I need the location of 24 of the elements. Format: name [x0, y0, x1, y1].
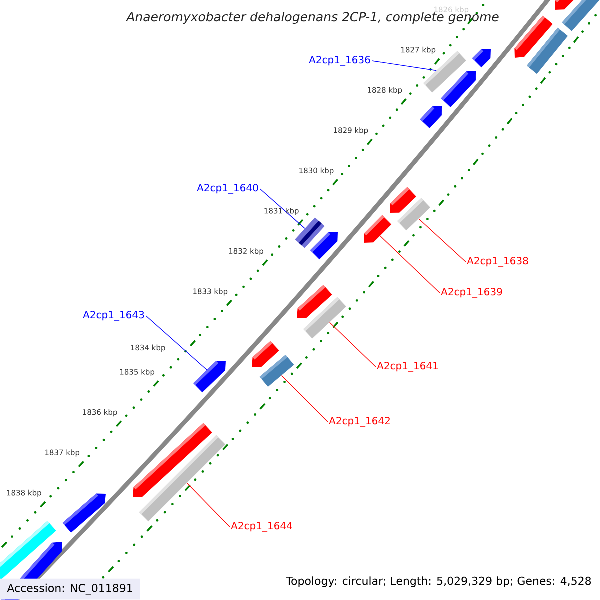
gene-label: A2cp1_1639	[441, 288, 502, 298]
accession-label: Accession: NC_011891	[0, 578, 140, 600]
leader-line	[260, 188, 306, 229]
leader-line	[281, 375, 328, 422]
gene-bar	[398, 198, 430, 231]
leader-line	[380, 236, 440, 294]
leader-line	[146, 316, 208, 370]
gene-label: A2cp1_1640	[197, 184, 258, 194]
gene-label: A2cp1_1641	[377, 362, 438, 372]
leader-line	[372, 60, 437, 72]
gene-label: A2cp1_1638	[467, 257, 528, 267]
leader-line	[186, 482, 230, 528]
gene-label: A2cp1_1642	[329, 417, 390, 427]
leader-line	[329, 322, 376, 368]
gene-label: A2cp1_1636	[309, 56, 370, 66]
gene-bar	[139, 435, 226, 522]
leader-line	[418, 218, 466, 262]
genome-info: Topology: circular; Length: 5,029,329 bp; Genes: 4,528	[286, 576, 592, 588]
gene-feature	[364, 215, 392, 243]
gene-label: A2cp1_1643	[83, 311, 144, 321]
gene-label: A2cp1_1644	[231, 522, 292, 532]
gene-bar	[260, 355, 294, 387]
gene-feature	[194, 361, 226, 393]
gene-bar	[304, 297, 346, 339]
